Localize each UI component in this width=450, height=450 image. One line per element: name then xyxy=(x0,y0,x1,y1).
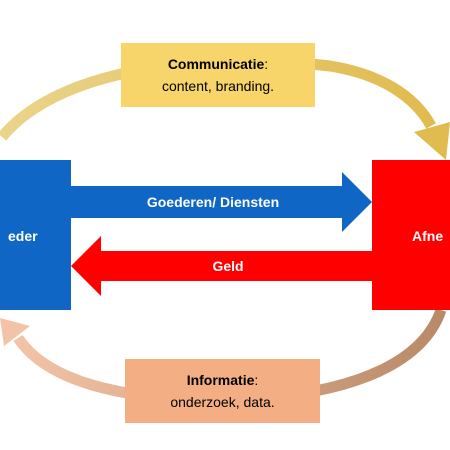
communication-title-line: Communicatie: xyxy=(168,53,268,75)
information-arc-arrowhead xyxy=(0,318,30,346)
customer-node-label: Afne xyxy=(412,228,443,244)
information-title: Informatie xyxy=(186,372,255,388)
goods-arrow xyxy=(71,172,372,232)
communication-subtitle: content, branding. xyxy=(161,78,275,94)
provider-node xyxy=(0,160,71,310)
information-callout: Informatie: onderzoek, data. xyxy=(125,359,320,423)
information-title-line: Informatie: xyxy=(187,369,259,391)
information-subtitle: onderzoek, data. xyxy=(170,394,275,410)
communication-title-colon: : xyxy=(264,56,269,72)
provider-node-label: eder xyxy=(8,228,38,244)
communication-title: Communicatie xyxy=(167,56,265,72)
information-title-colon: : xyxy=(254,372,259,388)
communication-callout: Communicatie: content, branding. xyxy=(121,43,315,107)
money-arrow xyxy=(71,236,372,296)
communication-arc-arrowhead xyxy=(414,122,450,160)
customer-node xyxy=(372,160,450,310)
goods-arrow-label: Goederen/ Diensten xyxy=(147,194,279,210)
money-arrow-label: Geld xyxy=(212,258,243,274)
